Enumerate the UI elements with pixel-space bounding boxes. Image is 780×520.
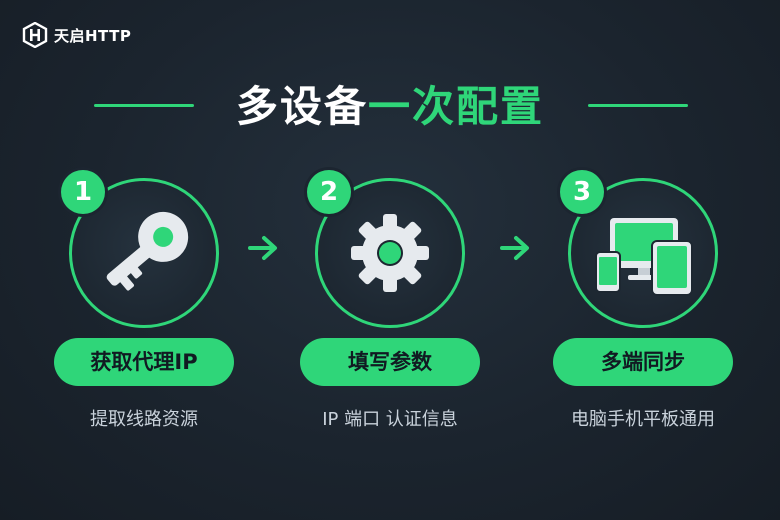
headline-row: 多设备一次配置 [0, 82, 780, 138]
step-1-number-badge: 1 [61, 170, 105, 214]
arrow-right-icon [248, 236, 277, 260]
headline-deco-line-left [94, 104, 194, 107]
step-2: 2 填写参数 IP 端口 认证信息 [275, 165, 505, 445]
step-2-title: 填写参数 [300, 338, 480, 386]
step-3-subtitle: 电脑手机平板通用 [571, 409, 715, 430]
step-3-title: 多端同步 [553, 338, 733, 386]
arrow-right-icon [500, 236, 529, 260]
brand-name: 天启HTTP [54, 26, 132, 45]
brand-logo: 天启HTTP [22, 22, 131, 48]
hexagon-h-logo-icon [22, 22, 48, 48]
page-title: 多设备一次配置 [0, 82, 780, 132]
devices-icon [568, 178, 718, 328]
page-title-accent: 一次配置 [368, 82, 545, 131]
key-icon [69, 178, 219, 328]
step-2-subtitle: IP 端口 认证信息 [322, 409, 458, 430]
page-title-part1: 多设备 [235, 82, 368, 131]
gear-icon [315, 178, 465, 328]
step-1-title: 获取代理IP [54, 338, 234, 386]
step-3-number-badge: 3 [560, 170, 604, 214]
headline-deco-line-right [588, 104, 688, 107]
step-1-subtitle: 提取线路资源 [90, 409, 198, 430]
step-3: 3 多端同步 电脑手机平板通用 [528, 165, 758, 445]
step-1: 1 获取代理IP 提取线路资源 [29, 165, 259, 445]
step-2-number-badge: 2 [307, 170, 351, 214]
